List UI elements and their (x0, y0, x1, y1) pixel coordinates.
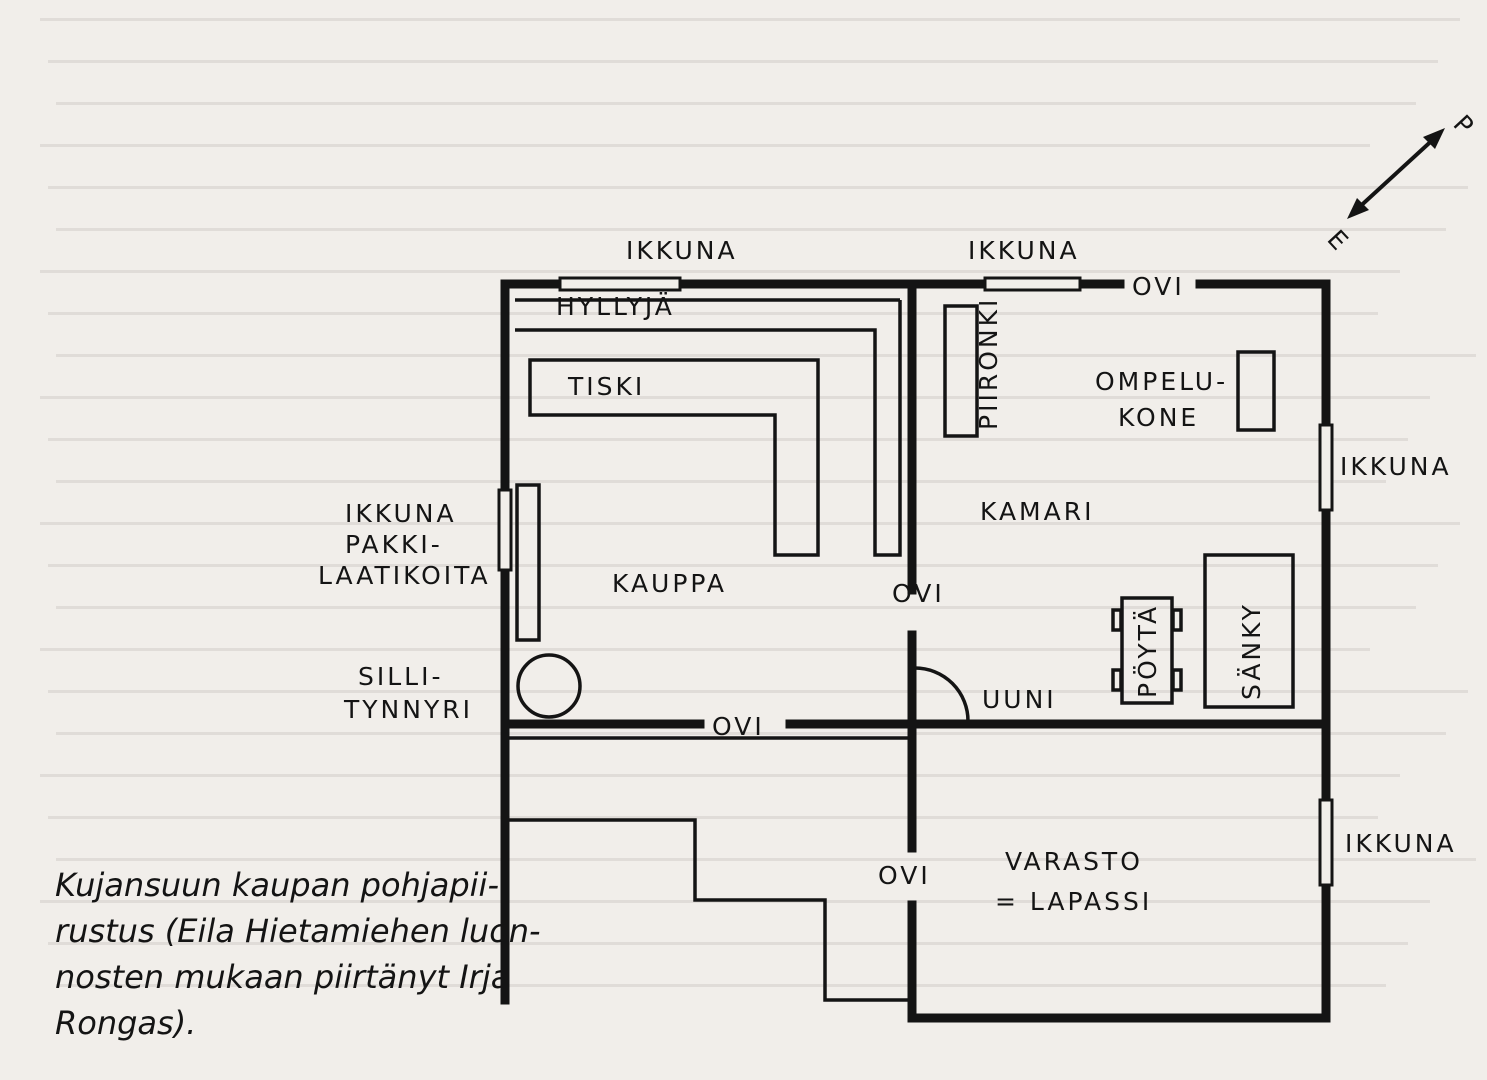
label-ikkuna-lower-right: IKKUNA (1345, 829, 1457, 858)
label-ikkuna-right: IKKUNA (1340, 452, 1452, 481)
caption-line-1: Kujansuun kaupan pohjapii- (55, 866, 499, 904)
bleed-line (40, 144, 1370, 147)
bleed-line (40, 774, 1400, 777)
label-silli-line1: SILLI- (358, 662, 444, 691)
bleed-line (48, 690, 1468, 693)
label-ikkuna-top-left: IKKUNA (626, 236, 738, 265)
figure-caption: Kujansuun kaupan pohjapii- rustus (Eila … (55, 866, 541, 1042)
furniture (515, 298, 1295, 722)
label-ikkuna-left: IKKUNA (345, 499, 457, 528)
bleed-line (40, 270, 1400, 273)
caption-line-2: rustus (Eila Hietamiehen luon- (55, 912, 541, 950)
chair-4 (1171, 668, 1183, 692)
label-piironki: PIIRONKI (974, 297, 1003, 430)
bleed-line (48, 816, 1378, 819)
room-labels: IKKUNA IKKUNA OVI HYLLYJÄ PIIRONKI TISKI… (318, 236, 1457, 916)
compass-arrow-line (1352, 133, 1440, 214)
bleed-line (48, 186, 1468, 189)
shelves-outline (515, 300, 902, 557)
bleed-line (40, 522, 1460, 525)
label-uuni: UUNI (982, 685, 1057, 714)
label-ikkuna-top-right: IKKUNA (968, 236, 1080, 265)
bleed-line (56, 732, 1446, 735)
label-pakki-line1: PAKKI- (345, 530, 443, 559)
bleed-line (56, 480, 1386, 483)
label-poyta: PÖYTÄ (1133, 604, 1162, 698)
bleed-line (48, 60, 1438, 63)
window-right (1318, 423, 1334, 512)
walls (500, 279, 1331, 1023)
compass: P E (1322, 109, 1482, 258)
bleed-line (56, 858, 1476, 861)
label-hyllyja: HYLLYJÄ (556, 292, 675, 321)
label-kamari: KAMARI (980, 497, 1094, 526)
herring-barrel (516, 653, 582, 719)
bleed-line (56, 228, 1446, 231)
bleed-line (56, 354, 1476, 357)
window-left (497, 488, 513, 572)
bleed-line (48, 564, 1438, 567)
windows (497, 276, 1334, 887)
bleed-line (40, 18, 1460, 21)
chair-2 (1111, 668, 1123, 692)
label-sanky: SÄNKY (1237, 602, 1266, 700)
window-top-left (558, 276, 682, 292)
bleed-line (56, 102, 1416, 105)
lower-left-outline (505, 818, 912, 1002)
bleed-line (48, 438, 1408, 441)
compass-arrowhead-north (1423, 128, 1445, 149)
chair-1 (1111, 608, 1123, 632)
chair-3 (1171, 608, 1183, 632)
label-varasto-line2: = LAPASSI (995, 887, 1152, 916)
label-pakki-line2: LAATIKOITA (318, 561, 491, 590)
caption-line-4: Rongas). (55, 1004, 196, 1042)
bleed-line (48, 312, 1378, 315)
label-tiski: TISKI (567, 372, 645, 401)
window-lower-right (1318, 798, 1334, 887)
pakki-laatikoita-box (515, 483, 541, 642)
label-ompelu-line2: KONE (1118, 403, 1199, 432)
sewing-machine-box (1236, 350, 1276, 432)
bleed-line (56, 984, 1386, 987)
bed-sanky (1203, 553, 1295, 709)
label-varasto-line1: VARASTO (1005, 847, 1143, 876)
bleed-line (56, 606, 1416, 609)
label-ovi-top: OVI (1132, 272, 1185, 301)
bleed-line (40, 396, 1430, 399)
label-ovi-lower: OVI (712, 712, 765, 741)
bleed-through-text (40, 18, 1476, 987)
compass-label-north: P (1448, 109, 1482, 142)
bleed-line (40, 648, 1370, 651)
table-poyta (1120, 596, 1174, 705)
label-kauppa: KAUPPA (612, 569, 727, 598)
oven-uuni (914, 666, 970, 722)
label-ovi-middle: OVI (892, 579, 945, 608)
caption-line-3: nosten mukaan piirtänyt Irja (55, 958, 510, 996)
bleed-line (48, 942, 1408, 945)
counter-tiski (528, 358, 820, 557)
compass-arrowhead-south (1347, 198, 1369, 219)
piironki-box (943, 304, 979, 438)
label-ompelu-line1: OMPELU- (1095, 367, 1228, 396)
label-ovi-varasto: OVI (878, 861, 931, 890)
label-silli-line2: TYNNYRI (343, 695, 473, 724)
window-top-right (983, 276, 1082, 292)
